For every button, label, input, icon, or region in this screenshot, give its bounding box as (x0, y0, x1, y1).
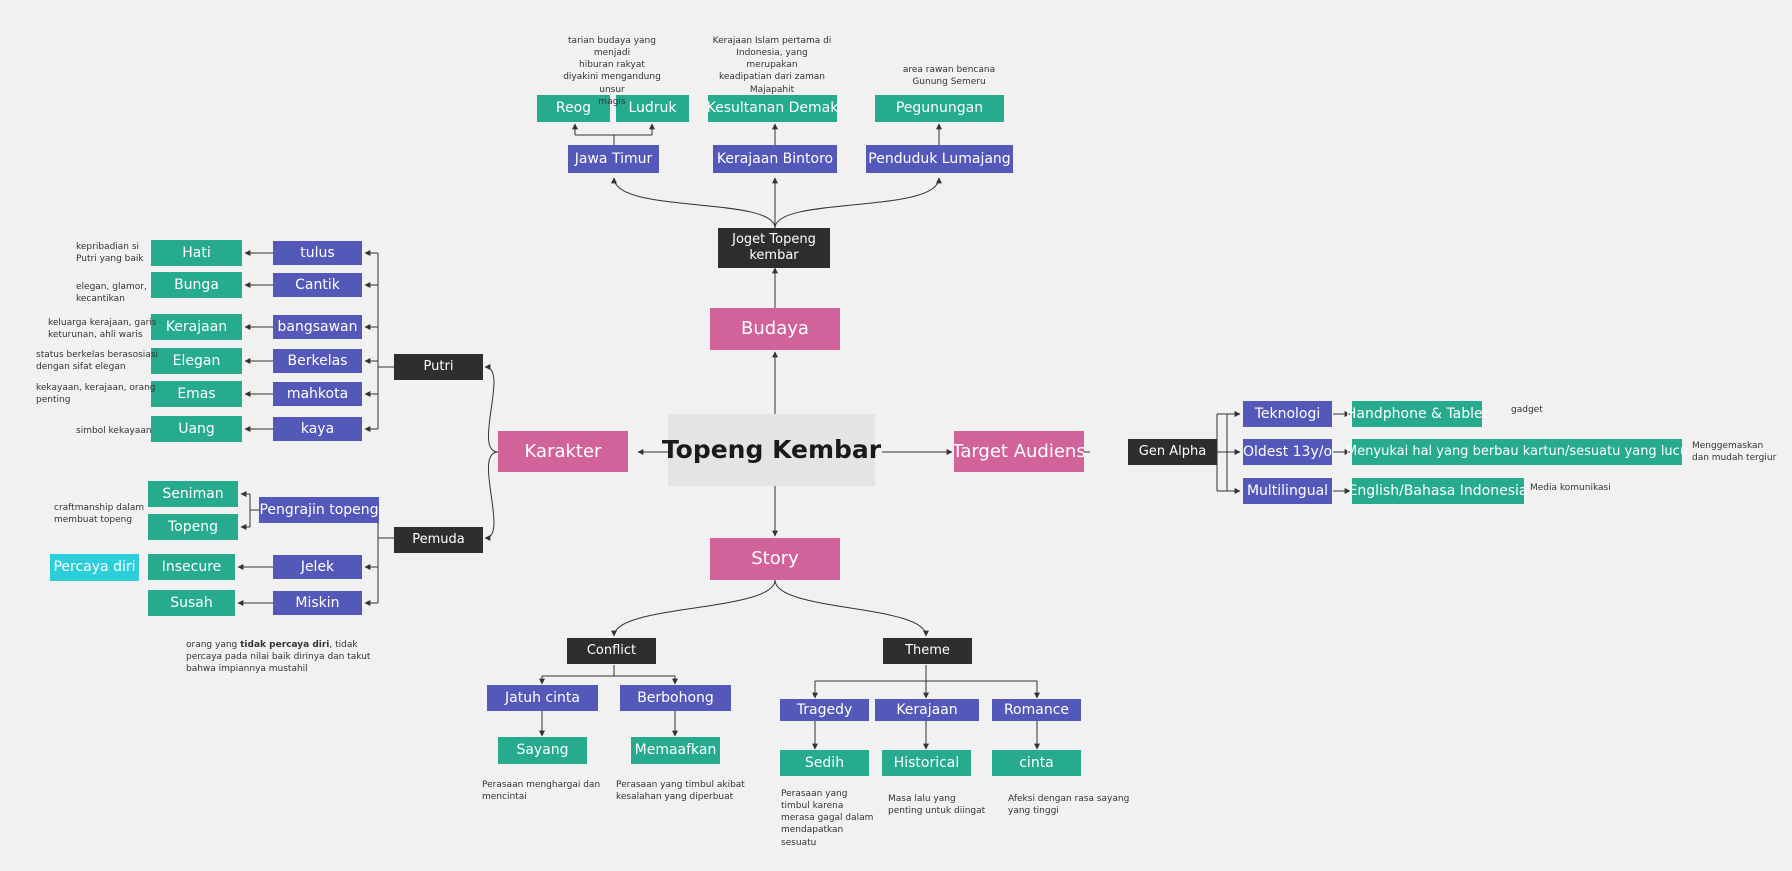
seniman-node[interactable]: Seniman (148, 481, 238, 507)
english-node[interactable]: English/Bahasa Indonesia (1349, 478, 1527, 504)
pegunungan-node[interactable]: Pegunungan (875, 95, 1004, 122)
handphone-node[interactable]: Handphone & Tablet (1346, 401, 1488, 427)
note-gadget: gadget (1511, 405, 1543, 415)
note-media: Media komunikasi (1530, 483, 1611, 493)
note-lumajang: area rawan bencana Gunung Semeru (902, 65, 996, 88)
note-uang: simbol kekayaan (76, 426, 152, 436)
conflict-node[interactable]: Conflict (567, 638, 656, 664)
ludruk-node[interactable]: Ludruk (616, 95, 689, 122)
oldest-node[interactable]: Oldest 13y/o (1243, 439, 1332, 465)
note-pre: orang yang (186, 640, 241, 650)
target-audiens-node[interactable]: Target Audiens (952, 431, 1086, 472)
kesultanan-demak-node[interactable]: Kesultanan Demak (707, 95, 838, 122)
insecure-node[interactable]: Insecure (148, 554, 235, 580)
note-kerajaan: keluarga kerajaan, garis keturunan, ahli… (48, 318, 157, 341)
trait-berkelas[interactable]: Berkelas (273, 349, 362, 373)
note-bold: tidak percaya diri (240, 640, 330, 650)
note-historical: Masa lalu yang penting untuk diingat (888, 794, 986, 817)
pengrajin-topeng-node[interactable]: Pengrajin topeng (259, 497, 379, 523)
symbol-emas[interactable]: Emas (151, 381, 242, 407)
menyukai-node[interactable]: Menyukai hal yang berbau kartun/sesuatu … (1346, 439, 1688, 465)
multilingual-node[interactable]: Multilingual (1243, 478, 1332, 504)
note-menggemaskan: Menggemaskan dan mudah tergiur (1692, 441, 1777, 464)
miskin-node[interactable]: Miskin (273, 591, 362, 615)
romance-node[interactable]: Romance (992, 699, 1081, 721)
note-elegan: status berkelas berasosiasi dengan sifat… (36, 350, 159, 373)
trait-kaya[interactable]: kaya (273, 417, 362, 441)
note-jawa-timur: tarian budaya yang menjadi hiburan rakya… (563, 36, 661, 107)
topeng-node[interactable]: Topeng (148, 514, 238, 540)
cinta-node[interactable]: cinta (992, 750, 1081, 776)
putri-node[interactable]: Putri (394, 354, 483, 380)
theme-node[interactable]: Theme (883, 638, 972, 664)
symbol-kerajaan[interactable]: Kerajaan (151, 314, 242, 340)
penduduk-lumajang-node[interactable]: Penduduk Lumajang (866, 145, 1013, 173)
trait-mahkota[interactable]: mahkota (273, 382, 362, 406)
budaya-node[interactable]: Budaya (710, 308, 840, 350)
note-craftmanship: craftmanship dalam membuat topeng (54, 503, 145, 526)
symbol-uang[interactable]: Uang (151, 416, 242, 442)
percaya-diri-node[interactable]: Percaya diri (50, 554, 139, 581)
tragedy-node[interactable]: Tragedy (780, 699, 869, 721)
kerajaan-bintoro-node[interactable]: Kerajaan Bintoro (713, 145, 837, 173)
note-cinta: Afeksi dengan rasa sayang yang tinggi (1008, 794, 1130, 817)
sedih-node[interactable]: Sedih (780, 750, 869, 776)
karakter-node[interactable]: Karakter (498, 431, 628, 472)
symbol-elegan[interactable]: Elegan (151, 348, 242, 374)
memaafkan-node[interactable]: Memaafkan (631, 737, 720, 764)
symbol-bunga[interactable]: Bunga (151, 272, 242, 298)
trait-bangsawan[interactable]: bangsawan (273, 315, 362, 339)
trait-tulus[interactable]: tulus (273, 241, 362, 265)
berbohong-node[interactable]: Berbohong (620, 685, 731, 711)
note-tidak-percaya-diri: orang yang tidak percaya diri, tidak per… (186, 639, 370, 675)
teknologi-node[interactable]: Teknologi (1243, 401, 1332, 427)
note-sayang: Perasaan menghargai dan mencintai (482, 780, 601, 803)
story-node[interactable]: Story (710, 538, 840, 580)
note-memaafkan: Perasaan yang timbul akibat kesalahan ya… (616, 780, 745, 803)
susah-node[interactable]: Susah (148, 590, 235, 616)
note-hati: kepribadian si Putri yang baik (76, 242, 144, 265)
pemuda-node[interactable]: Pemuda (394, 527, 483, 553)
jatuh-cinta-node[interactable]: Jatuh cinta (487, 685, 598, 711)
jawa-timur-node[interactable]: Jawa Timur (568, 145, 659, 173)
trait-cantik[interactable]: Cantik (273, 273, 362, 297)
joget-topeng-node[interactable]: Joget Topeng kembar (718, 228, 830, 268)
note-post: , tidak percaya pada nilai baik dirinya … (186, 640, 371, 675)
note-sedih: Perasaan yang timbul karena merasa gagal… (781, 789, 874, 848)
note-bunga: elegan, glamor, kecantikan (76, 282, 147, 305)
kerajaan-theme-node[interactable]: Kerajaan (875, 699, 979, 721)
note-emas: kekayaan, kerajaan, orang penting (36, 383, 156, 406)
symbol-hati[interactable]: Hati (151, 240, 242, 266)
jelek-node[interactable]: Jelek (273, 555, 362, 579)
center-topic[interactable]: Topeng Kembar (662, 414, 881, 486)
note-kesultanan-demak: Kerajaan Islam pertama di Indonesia, yan… (712, 36, 832, 95)
historical-node[interactable]: Historical (882, 750, 971, 776)
sayang-node[interactable]: Sayang (498, 737, 587, 764)
reog-node[interactable]: Reog (537, 95, 610, 122)
gen-alpha-node[interactable]: Gen Alpha (1128, 439, 1217, 465)
